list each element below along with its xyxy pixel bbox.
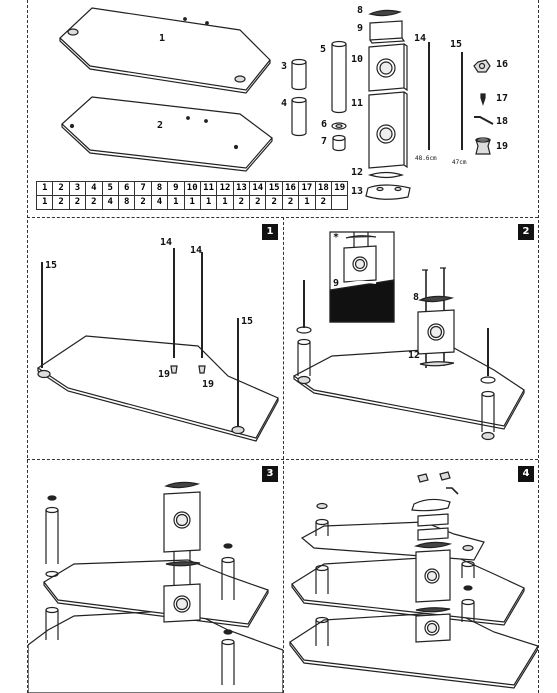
step-number-2: 2 bbox=[518, 224, 534, 240]
rod-14-length: 48.6cm bbox=[415, 155, 437, 162]
step-number-4: 4 bbox=[518, 466, 534, 482]
part-label-5: 5 bbox=[320, 44, 327, 55]
table-cell: 2 bbox=[281, 195, 300, 210]
table-cell: 1 bbox=[183, 195, 201, 210]
table-cell: 4 bbox=[85, 181, 103, 196]
part-label-4: 4 bbox=[281, 98, 288, 109]
table-cell: 5 bbox=[101, 181, 119, 196]
part-label-13: 13 bbox=[351, 186, 364, 197]
part-label-7: 7 bbox=[321, 136, 328, 147]
rod-15-length: 47cm bbox=[452, 159, 467, 166]
table-cell: 12 bbox=[216, 181, 234, 196]
table-cell: 8 bbox=[150, 181, 169, 196]
table-cell: 17 bbox=[298, 181, 316, 196]
part-label-17: 17 bbox=[496, 93, 509, 104]
frame-divider-top bbox=[27, 217, 538, 218]
table-cell: 2 bbox=[249, 195, 267, 210]
table-cell: 6 bbox=[117, 181, 136, 196]
part-label-10: 10 bbox=[351, 54, 364, 65]
step-1-label-19a: 19 bbox=[158, 369, 171, 380]
step-4-drawing bbox=[289, 471, 538, 689]
table-cell: 13 bbox=[232, 181, 251, 196]
step-1-label-15a: 15 bbox=[45, 260, 58, 271]
table-cell: 15 bbox=[265, 181, 283, 196]
part-label-15: 15 bbox=[450, 39, 463, 50]
table-cell: 1 bbox=[199, 195, 218, 210]
step-2-inset-marker: * bbox=[333, 232, 340, 243]
table-cell: 2 bbox=[52, 181, 70, 196]
step-number-1: 1 bbox=[262, 224, 278, 240]
table-cell: 2 bbox=[232, 195, 251, 210]
table-cell: 10 bbox=[183, 181, 201, 196]
part-label-18: 18 bbox=[496, 116, 509, 127]
quantity-table-part-row: 1 2 3 4 5 6 7 8 9 10 11 12 13 14 15 16 1… bbox=[35, 181, 349, 196]
step-2-inset-label-9: 9 bbox=[333, 278, 340, 289]
table-cell: 2 bbox=[265, 195, 283, 210]
table-cell bbox=[331, 195, 349, 210]
step-1-label-14a: 14 bbox=[160, 237, 173, 248]
frame-divider-middle bbox=[27, 459, 538, 460]
table-cell: 4 bbox=[101, 195, 119, 210]
step-2-label-12: 12 bbox=[408, 350, 421, 361]
part-label-11: 11 bbox=[351, 98, 364, 109]
table-cell: 1 bbox=[167, 195, 185, 210]
part-label-14: 14 bbox=[414, 33, 427, 44]
frame-left bbox=[27, 0, 28, 693]
table-cell: 1 bbox=[298, 195, 316, 210]
table-cell: 7 bbox=[134, 181, 152, 196]
part-label-16: 16 bbox=[496, 59, 509, 70]
parts-overview-drawing bbox=[59, 7, 494, 200]
step-1-drawing bbox=[36, 248, 279, 442]
table-cell: 14 bbox=[249, 181, 267, 196]
table-cell: 19 bbox=[331, 181, 349, 196]
part-label-1: 1 bbox=[159, 33, 166, 44]
part-label-2: 2 bbox=[157, 120, 164, 131]
table-cell: 2 bbox=[68, 195, 87, 210]
table-cell: 2 bbox=[85, 195, 103, 210]
quantity-table: 1 2 3 4 5 6 7 8 9 10 11 12 13 14 15 16 1… bbox=[35, 181, 349, 210]
table-cell: 1 bbox=[35, 195, 54, 210]
table-cell: 9 bbox=[167, 181, 185, 196]
part-label-9: 9 bbox=[357, 23, 364, 34]
table-cell: 18 bbox=[314, 181, 333, 196]
table-cell: 16 bbox=[281, 181, 300, 196]
frame-divider-vertical bbox=[283, 217, 284, 693]
step-3-drawing bbox=[28, 481, 283, 693]
frame-right bbox=[538, 0, 539, 693]
table-cell: 11 bbox=[199, 181, 218, 196]
part-label-12: 12 bbox=[351, 167, 364, 178]
step-1-label-19b: 19 bbox=[202, 379, 215, 390]
step-2-drawing bbox=[292, 231, 525, 441]
quantity-table-count-row: 1 2 2 2 4 8 2 4 1 1 1 1 2 2 2 2 1 2 bbox=[35, 195, 349, 210]
table-cell: 2 bbox=[134, 195, 152, 210]
part-label-19: 19 bbox=[496, 141, 509, 152]
table-cell: 2 bbox=[314, 195, 333, 210]
table-cell: 4 bbox=[150, 195, 169, 210]
part-label-8: 8 bbox=[357, 5, 364, 16]
step-2-label-8: 8 bbox=[413, 292, 420, 303]
table-cell: 1 bbox=[216, 195, 234, 210]
part-label-6: 6 bbox=[321, 119, 328, 130]
table-cell: 1 bbox=[35, 181, 54, 196]
table-cell: 8 bbox=[117, 195, 136, 210]
step-1-label-15b: 15 bbox=[241, 316, 254, 327]
part-label-3: 3 bbox=[281, 61, 288, 72]
table-cell: 2 bbox=[52, 195, 70, 210]
table-cell: 3 bbox=[68, 181, 87, 196]
step-1-label-14b: 14 bbox=[190, 245, 203, 256]
step-number-3: 3 bbox=[262, 466, 278, 482]
